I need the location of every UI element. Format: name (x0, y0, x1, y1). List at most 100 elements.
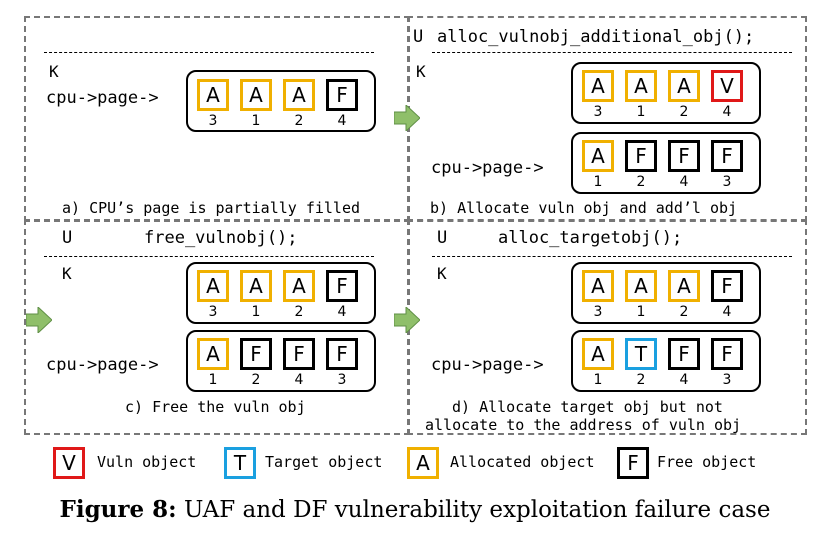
panel-c-user-kernel-divider (44, 256, 374, 257)
panel-a-page-row (186, 70, 376, 132)
object-slot-number: 4 (679, 372, 689, 388)
object-a-box: A (240, 270, 272, 302)
legend-vuln-label: Vuln object (97, 453, 197, 471)
object-slot-number: 1 (593, 174, 603, 190)
object-slot-number: 4 (337, 304, 347, 320)
panel-b-kernel-label: K (416, 62, 426, 81)
object-a-box: A (668, 70, 700, 102)
object-a-box: A (582, 338, 614, 370)
object-f-box: F (625, 140, 657, 172)
panel-c-caption: c) Free the vuln obj (125, 398, 306, 416)
panel-d-kernel-label: K (437, 264, 447, 283)
object-a-box: A (582, 140, 614, 172)
panel-b-code: alloc_vulnobj_additional_obj(); (437, 27, 755, 47)
object-slot-number: 4 (722, 104, 732, 120)
object-a-box: A (582, 270, 614, 302)
object-a-box: A (283, 79, 315, 111)
legend-free-swatch: F (617, 447, 649, 479)
object-slot-number: 3 (208, 113, 218, 129)
object-a-box: A (582, 70, 614, 102)
panel-c-user-label: U (62, 228, 73, 248)
panel-d-page-row (571, 330, 761, 392)
panel-c-code: free_vulnobj(); (144, 228, 298, 248)
step-arrow-c-to-d (394, 307, 420, 333)
legend-allocated-label: Allocated object (450, 453, 595, 471)
object-a-box: A (625, 70, 657, 102)
panel-a-caption: a) CPU’s page is partially filled (62, 199, 361, 217)
figure-caption: Figure 8: UAF and DF vulnerability explo… (0, 496, 830, 523)
object-f-box: F (668, 140, 700, 172)
object-f-box: F (711, 338, 743, 370)
object-a-box: A (668, 270, 700, 302)
panel-c-page-row (186, 330, 376, 392)
object-t-box: T (625, 338, 657, 370)
object-slot-number: 1 (636, 104, 646, 120)
object-v-box: V (711, 70, 743, 102)
object-slot-number: 4 (294, 372, 304, 388)
object-slot-number: 3 (337, 372, 347, 388)
object-a-box: A (240, 79, 272, 111)
panel-b-user-kernel-divider (432, 52, 792, 53)
object-a-box: A (197, 270, 229, 302)
object-f-box: F (711, 270, 743, 302)
panel-d-user-kernel-divider (432, 256, 792, 257)
object-a-box: A (197, 79, 229, 111)
step-arrow-b-to-c (26, 307, 52, 333)
panel-b-page-row (571, 132, 761, 194)
panel-d-caption-line2: allocate to the address of vuln obj (425, 416, 742, 434)
object-a-box: A (283, 270, 315, 302)
object-slot-number: 1 (636, 304, 646, 320)
object-f-box: F (326, 270, 358, 302)
panel-d-pointer: cpu->page-> (431, 355, 544, 375)
panel-c-pointer: cpu->page-> (46, 355, 159, 375)
panel-b-caption: b) Allocate vuln obj and add’l obj (430, 199, 738, 217)
object-slot-number: 2 (679, 304, 689, 320)
object-slot-number: 3 (722, 174, 732, 190)
figure-number: Figure 8: (59, 496, 177, 523)
object-slot-number: 2 (294, 113, 304, 129)
panel-c-kernel-label: K (62, 264, 72, 283)
object-f-box: F (326, 338, 358, 370)
panel-d-user-label: U (437, 228, 448, 248)
panel-b-pointer: cpu->page-> (431, 158, 544, 178)
step-arrow-a-to-b (394, 105, 420, 131)
panel-d-code: alloc_targetobj(); (498, 228, 683, 248)
object-slot-number: 1 (208, 372, 218, 388)
object-slot-number: 2 (294, 304, 304, 320)
legend-target-label: Target object (265, 453, 383, 471)
legend-allocated-swatch: A (407, 447, 439, 479)
object-slot-number: 2 (679, 104, 689, 120)
object-f-box: F (240, 338, 272, 370)
object-f-box: F (326, 79, 358, 111)
object-slot-number: 2 (636, 174, 646, 190)
legend-free-label: Free object (657, 453, 757, 471)
panel-b-top-row (571, 62, 761, 124)
legend-target-swatch: T (224, 447, 256, 479)
panel-a-kernel-label: K (49, 62, 59, 81)
object-slot-number: 1 (593, 372, 603, 388)
panel-b-user-label: U (413, 27, 424, 47)
panel-d-top-row (571, 262, 761, 324)
panel-a-pointer: cpu->page-> (46, 88, 159, 108)
object-f-box: F (711, 140, 743, 172)
object-slot-number: 3 (593, 304, 603, 320)
object-a-box: A (197, 338, 229, 370)
object-slot-number: 3 (722, 372, 732, 388)
object-a-box: A (625, 270, 657, 302)
object-slot-number: 3 (593, 104, 603, 120)
object-f-box: F (668, 338, 700, 370)
object-slot-number: 3 (208, 304, 218, 320)
object-slot-number: 2 (636, 372, 646, 388)
panel-d-caption-line1: d) Allocate target obj but not (452, 398, 723, 416)
panel-c-top-row (186, 262, 376, 324)
object-slot-number: 4 (722, 304, 732, 320)
object-slot-number: 2 (251, 372, 261, 388)
object-slot-number: 1 (251, 304, 261, 320)
object-slot-number: 4 (337, 113, 347, 129)
object-slot-number: 4 (679, 174, 689, 190)
figure-title-text: UAF and DF vulnerability exploitation fa… (183, 497, 771, 523)
panel-a-user-kernel-divider (44, 52, 374, 53)
object-f-box: F (283, 338, 315, 370)
legend-vuln-swatch: V (53, 447, 85, 479)
object-slot-number: 1 (251, 113, 261, 129)
